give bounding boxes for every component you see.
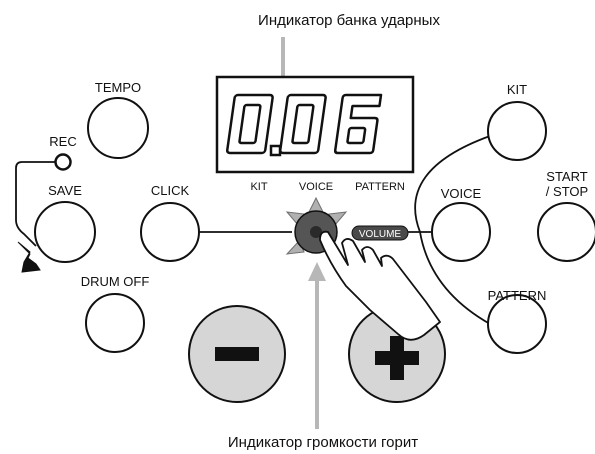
save-button[interactable] (34, 201, 96, 263)
pattern-label: PATTERN (488, 288, 547, 303)
top-annotation: Индикатор банка ударных (258, 12, 440, 29)
volume-knob-center (310, 226, 322, 238)
led-display (215, 75, 415, 174)
right-bracket-arc (414, 135, 491, 325)
stop-label: / STOP (546, 184, 588, 199)
plus-icon (375, 336, 419, 380)
click-label: CLICK (151, 183, 190, 198)
pen-icon (17, 241, 41, 273)
display-label-kit: KIT (250, 181, 267, 193)
minus-icon (215, 347, 259, 361)
led-digit-2 (333, 93, 383, 155)
led-digit-1 (278, 93, 327, 155)
rec-save-connector (15, 161, 63, 247)
start-stop-button[interactable] (537, 202, 595, 262)
display-label-voice: VOICE (299, 181, 333, 193)
voice-button[interactable] (431, 202, 491, 262)
bottom-arrow (308, 262, 326, 429)
rec-label: REC (49, 134, 76, 149)
volume-badge (351, 225, 409, 241)
drum-off-button[interactable] (85, 293, 145, 353)
bottom-annotation: Индикатор громкости горит (228, 434, 418, 451)
kit-button[interactable] (487, 101, 547, 161)
volume-label: VOLUME (359, 229, 402, 240)
tempo-label: TEMPO (95, 80, 141, 95)
start-label: START (546, 169, 587, 184)
rec-led (54, 153, 72, 171)
hand-icon (319, 230, 441, 341)
click-button[interactable] (140, 202, 200, 262)
tempo-button[interactable] (87, 97, 149, 159)
display-label-pattern: PATTERN (355, 181, 405, 193)
led-digit-0 (225, 93, 274, 155)
save-label: SAVE (48, 183, 82, 198)
pattern-button[interactable] (487, 294, 547, 354)
kit-label: KIT (507, 82, 527, 97)
voice-label: VOICE (441, 186, 482, 201)
drum-off-label: DRUM OFF (81, 274, 150, 289)
